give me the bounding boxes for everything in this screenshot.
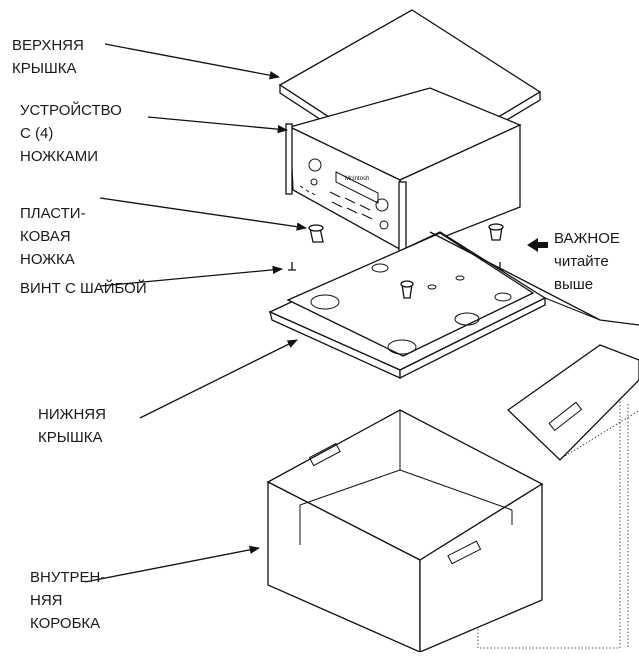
label-screw: ВИНТ С ШАЙБОЙ [20,277,147,300]
label-bottom-cover: НИЖНЯЯ КРЫШКА [38,403,106,449]
leader-top-cover [105,44,279,77]
leader-plastic-foot [100,198,306,228]
inner-box-drawing [268,410,542,652]
leader-unit [148,117,287,130]
label-plastic-foot: ПЛАСТИ- КОВАЯ НОЖКА [20,202,86,271]
label-inner-box: ВНУТРЕН- НЯЯ КОРОБКА [30,566,105,635]
label-important: ВАЖНОЕ читайте выше [554,227,620,296]
leader-inner-box [85,548,259,582]
leader-bottom-cover [140,340,297,418]
label-top-cover: ВЕРХНЯЯ КРЫШКА [12,34,84,80]
important-arrow-icon [527,238,548,252]
svg-text:McIntosh: McIntosh [345,176,369,182]
bottom-cover-drawing [270,232,545,378]
label-unit: УСТРОЙСТВО С (4) НОЖКАМИ [20,99,122,168]
